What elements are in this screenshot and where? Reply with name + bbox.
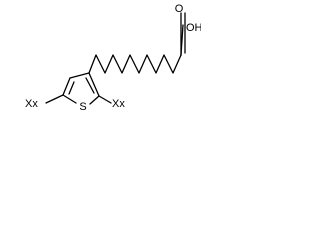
ring-bond-c5-s — [62, 94, 77, 104]
carbonyl-oxygen-label: O — [175, 3, 184, 15]
chemical-structure-diagram: O OH S Xx Xx — [25, 3, 201, 113]
alkyl-chain — [88, 54, 182, 74]
bond-c5-left-substituent — [45, 94, 64, 104]
ring-bond-s-c2 — [89, 95, 100, 105]
ring-bond-c2-c3 — [88, 72, 100, 97]
ring-bond-c4-c5 — [62, 77, 71, 96]
hydroxyl-bond — [180, 24, 184, 56]
hydroxyl-label: OH — [186, 22, 201, 34]
thiophene-ring — [62, 72, 100, 105]
ring-bond-c2-c3-double — [85, 77, 95, 94]
right-substituent-label: Xx — [112, 98, 125, 110]
ring-bond-c4-c5-double — [68, 81, 75, 95]
ring-bond-c3-c4 — [69, 72, 90, 79]
bond-c2-right-substituent — [98, 95, 112, 104]
ring-sulfur-label: S — [79, 101, 86, 113]
left-substituent-label: Xx — [25, 98, 38, 110]
